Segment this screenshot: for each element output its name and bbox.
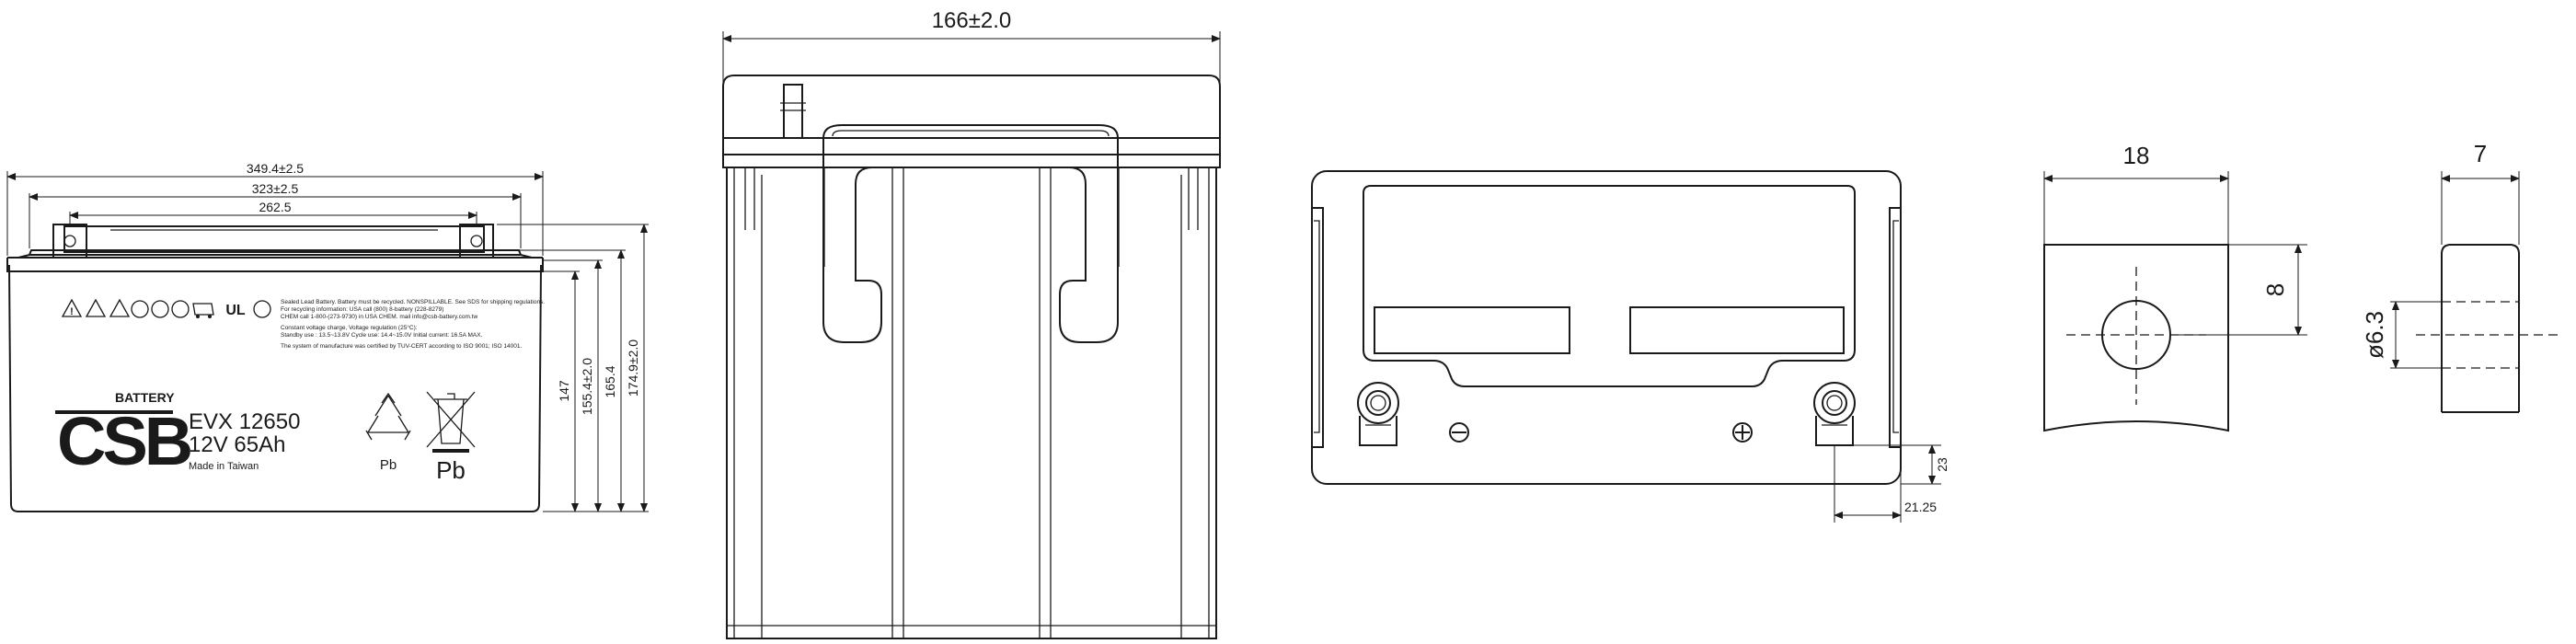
- read-manual-icon: [171, 300, 190, 318]
- terminal-left-hole: [63, 235, 76, 247]
- fine-print-line: For recycling information: USA call (800…: [281, 306, 443, 313]
- dim-height-3-label: 165.4: [603, 365, 617, 397]
- top-inner-panel: [1363, 185, 1856, 387]
- fine-print-line: Standby use : 13.5~13.8V Cycle use: 14.4…: [281, 332, 483, 339]
- capacity-rating: 12V 65Ah: [189, 432, 285, 457]
- fine-print-line: Constant voltage charge, Voltage regulat…: [281, 324, 418, 331]
- second-rail: [722, 154, 1221, 168]
- side-view: 166±2.0: [722, 8, 1221, 639]
- dim-total-height-label: 174.9±2.0: [626, 339, 640, 397]
- no-fire-icon: [151, 300, 169, 318]
- dim-length-3-label: 262.5: [259, 200, 291, 214]
- terminal-plate: [2043, 244, 2229, 432]
- dim-length-2-label: 323±2.5: [252, 181, 299, 196]
- crossed-bin-icon: [426, 391, 476, 453]
- origin-text: Made in Taiwan: [189, 461, 259, 472]
- fine-print-line: Sealed Lead Battery. Battery must be rec…: [281, 299, 545, 305]
- label-slot-left: [1374, 306, 1570, 354]
- warning-triangle-icon: [61, 298, 83, 317]
- dim-total-length-label: 349.4±2.5: [247, 161, 304, 176]
- dim-terminal-width-label: 18: [2123, 142, 2150, 169]
- dim-height-1-label: 147: [557, 380, 571, 402]
- handle-hook-left: [822, 138, 882, 343]
- handle-bar: [822, 124, 1119, 139]
- top-outline: [1311, 170, 1902, 485]
- label-slot-right: [1629, 306, 1845, 354]
- csb-logo: BATTERY CSB: [55, 390, 195, 479]
- dim-hole-diameter-label: ø6.3: [2361, 311, 2388, 359]
- battery-lid: [6, 257, 544, 272]
- eye-protection-icon: [131, 300, 149, 318]
- pb-large-label: Pb: [436, 456, 466, 484]
- terminal-right-hole: [470, 235, 483, 247]
- dim-width-label: 166±2.0: [932, 8, 1012, 33]
- recycle-icon: [365, 392, 411, 441]
- ul-mark-icon: UL: [225, 303, 246, 318]
- warning-icons-row: ! UL: [61, 298, 271, 318]
- dim-height-2-label: 155.4±2.0: [580, 358, 594, 415]
- terminal-side-profile: [2441, 244, 2520, 412]
- ear-right: [1889, 207, 1901, 448]
- fine-print-line: CHEM call 1-800-(273-9730) in USA CHEM. …: [281, 314, 477, 320]
- side-lid: [722, 75, 1221, 138]
- top-rail: [722, 137, 1221, 155]
- handle-hook-right: [1059, 138, 1119, 343]
- explosion-warning-icon: [85, 298, 107, 317]
- model-name: EVX 12650: [189, 409, 300, 434]
- pb-small-label: Pb: [380, 457, 397, 473]
- terminal-detail-side: 7 ø6.3: [2361, 140, 2558, 413]
- svg-text:!: !: [70, 306, 74, 317]
- top-step: [17, 249, 533, 259]
- minus-symbol-icon: [1449, 422, 1469, 443]
- dim-terminal-offset-label: 21.25: [1904, 500, 1937, 514]
- top-terminal-right: [1813, 382, 1856, 446]
- top-terminal-left: [1357, 382, 1399, 446]
- certification-icon: [253, 300, 271, 318]
- plus-symbol-icon: [1732, 422, 1753, 443]
- dim-terminal-height-label: 23: [1935, 457, 1949, 472]
- ear-left: [1312, 207, 1324, 448]
- acid-warning-icon: [109, 298, 131, 317]
- front-view: 349.4±2.5 323±2.5 262.5 147 155.4±2.0 16…: [6, 161, 649, 512]
- battery-word: BATTERY: [115, 390, 175, 405]
- recycling-truck-icon: [192, 303, 214, 316]
- brand-logo: CSB: [57, 403, 191, 479]
- battery-body-outline: [8, 264, 542, 512]
- dim-terminal-thickness-label: 7: [2474, 140, 2487, 167]
- dim-terminal-hole-height-label: 8: [2261, 283, 2289, 296]
- side-terminal-post: [783, 84, 803, 139]
- side-body: [726, 167, 1217, 639]
- top-view: 23 21.25: [1311, 170, 1949, 523]
- terminal-detail-front: 18 8: [2043, 142, 2307, 432]
- side-ribs: [744, 167, 1199, 638]
- fine-print-line: The system of manufacture was certified …: [281, 343, 522, 350]
- label-fine-print: Sealed Lead Battery. Battery must be rec…: [281, 299, 545, 350]
